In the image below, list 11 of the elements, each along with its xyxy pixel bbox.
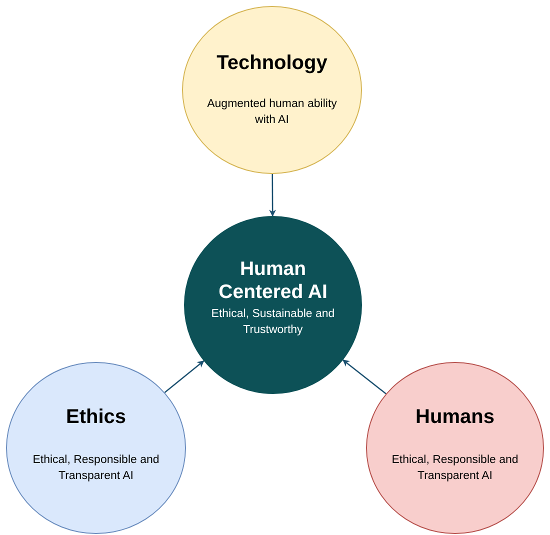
node-title: Technology xyxy=(216,51,328,76)
node-title: Human Centered AI xyxy=(218,258,328,304)
node-description: Ethical, Responsible and Transparent AI xyxy=(390,453,520,484)
node-title: Ethics xyxy=(66,405,126,430)
node-title: Humans xyxy=(416,405,494,430)
arrow xyxy=(164,360,204,393)
arrow xyxy=(269,174,276,217)
node-description: Ethical, Sustainable and Trustworthy xyxy=(210,307,336,338)
arrow xyxy=(342,359,386,394)
node-description: Ethical, Responsible and Transparent AI xyxy=(32,453,160,484)
node-description: Augmented human ability with AI xyxy=(206,97,338,128)
